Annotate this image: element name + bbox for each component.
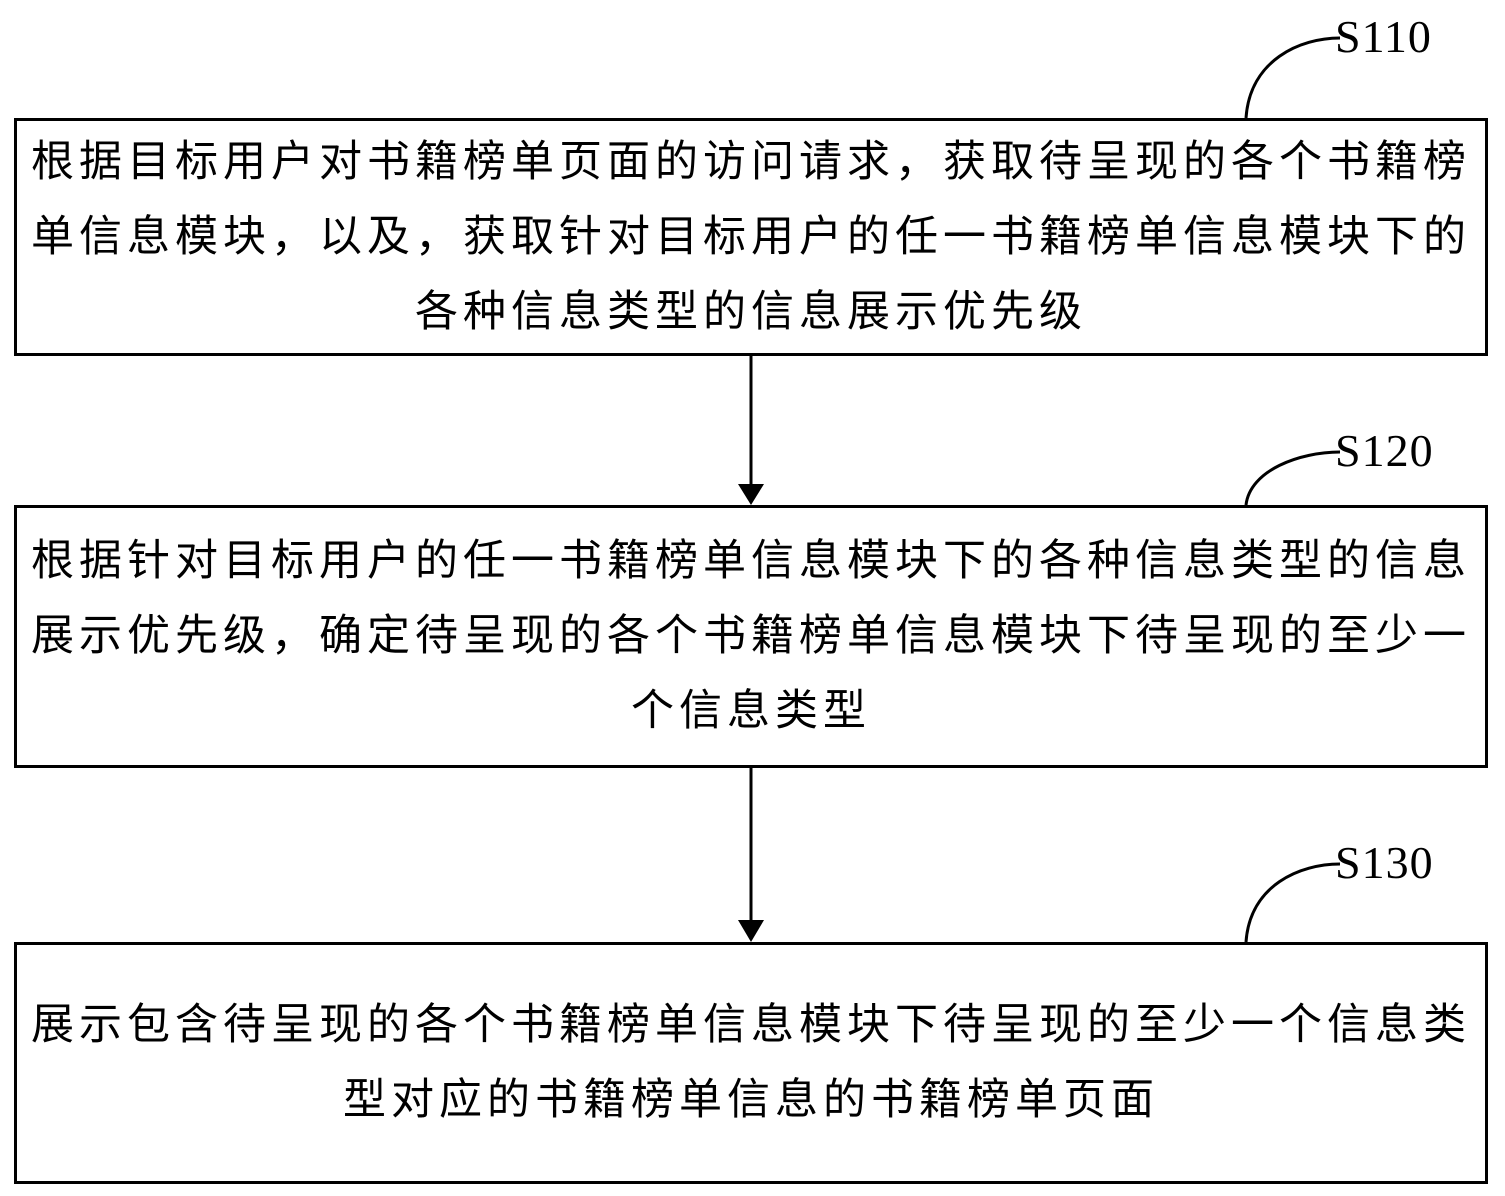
label-leader-s130 — [1244, 862, 1341, 943]
step-text-s110: 根据目标用户对书籍榜单页面的访问请求，获取待呈现的各个书籍榜单信息模块，以及，获… — [31, 136, 1471, 337]
step-text-s130: 展示包含待呈现的各个书籍榜单信息模块下待呈现的至少一个信息类型对应的书籍榜单信息… — [31, 1000, 1471, 1125]
flow-arrowhead-1 — [738, 484, 764, 505]
label-leader-s120 — [1244, 450, 1341, 506]
label-leader-s110 — [1244, 36, 1341, 119]
step-label-s130: S130 — [1335, 837, 1434, 888]
step-box-s110: 根据目标用户对书籍榜单页面的访问请求，获取待呈现的各个书籍榜单信息模块，以及，获… — [14, 118, 1488, 356]
step-text-s120: 根据针对目标用户的任一书籍榜单信息模块下的各种信息类型的信息展示优先级，确定待呈… — [31, 536, 1471, 736]
step-label-s110: S110 — [1335, 11, 1432, 62]
step-box-s120: 根据针对目标用户的任一书籍榜单信息模块下的各种信息类型的信息展示优先级，确定待呈… — [14, 505, 1488, 768]
step-box-s130: 展示包含待呈现的各个书籍榜单信息模块下待呈现的至少一个信息类型对应的书籍榜单信息… — [14, 942, 1488, 1184]
step-label-s120: S120 — [1335, 425, 1434, 476]
flow-arrowhead-2 — [738, 920, 764, 942]
